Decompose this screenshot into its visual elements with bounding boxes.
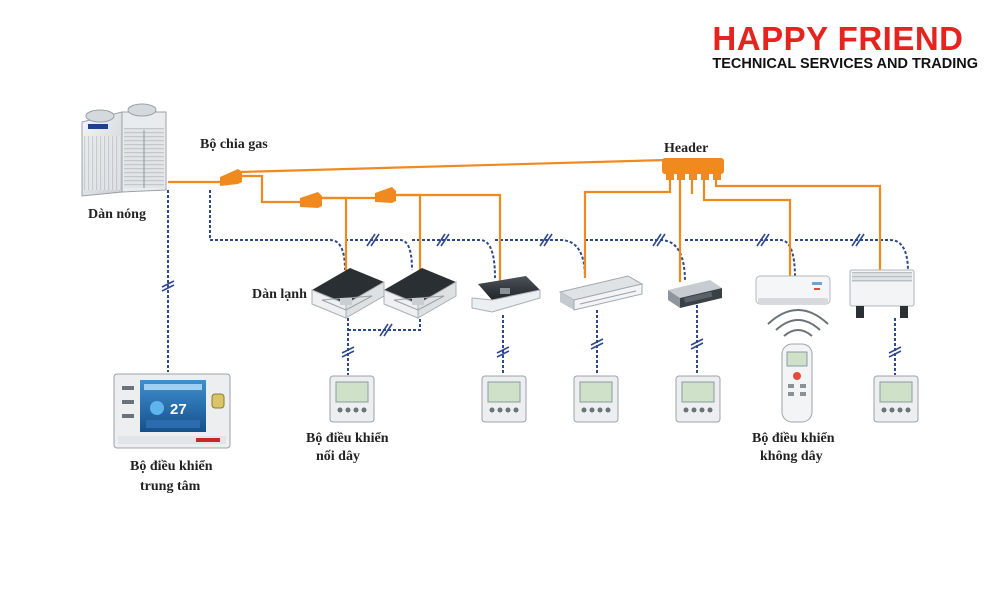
wireless-controller-label-1: Bộ điều khiển (752, 431, 835, 446)
indoor-units-label: Dàn lạnh (252, 287, 307, 302)
brand-subtitle: TECHNICAL SERVICES AND TRADING (712, 56, 978, 72)
outdoor-unit-icon (81, 103, 167, 197)
wired-controller-label-2: nối dây (316, 449, 360, 464)
indoor-unit-cassette-2 (383, 268, 457, 319)
indoor-unit-cassette-2way (471, 276, 541, 313)
wired-remote-icon (873, 375, 919, 423)
gas-splitter-label: Bộ chia gas (200, 137, 268, 152)
gas-pipes (168, 158, 882, 282)
wire-slash-marks (161, 233, 902, 358)
wired-controller-label-1: Bộ điều khiển (306, 431, 389, 446)
indoor-unit-ceiling-suspended (558, 275, 644, 311)
wired-remote-icon (329, 375, 375, 423)
wired-remote-icon (675, 375, 721, 423)
indoor-unit-floor-standing (849, 269, 915, 318)
central-controller: 27 (113, 373, 231, 449)
wireless-controller-label-2: không dây (760, 449, 823, 464)
header-icon (662, 158, 724, 180)
gas-splitter-icon (220, 169, 242, 186)
header-label: Header (664, 141, 708, 156)
indoor-unit-wall-mounted (755, 275, 831, 305)
brand-block: HAPPY FRIEND TECHNICAL SERVICES AND TRAD… (712, 20, 978, 73)
outdoor-unit-label: Dàn nóng (88, 207, 146, 222)
wireless-remote-icon (781, 343, 813, 423)
central-controller-label-1: Bộ điều khiển (130, 459, 213, 474)
central-controller-label-2: trung tâm (140, 479, 201, 494)
indoor-unit-cassette-1 (311, 268, 385, 319)
gas-splitter-icon (300, 192, 322, 208)
indoor-unit-ducted (668, 280, 722, 308)
gas-splitter-icon (375, 187, 396, 203)
central-controller-temperature: 27 (170, 401, 187, 418)
signal-waves-icon (767, 309, 829, 337)
brand-title: HAPPY FRIEND (712, 20, 964, 57)
wired-remote-icon (573, 375, 619, 423)
wired-remote-icon (481, 375, 527, 423)
